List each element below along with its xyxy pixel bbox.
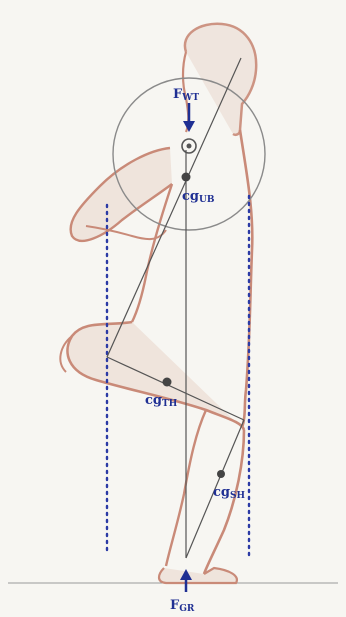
barbell-center bbox=[187, 144, 192, 149]
cg-shank-dot bbox=[217, 470, 225, 478]
cg-upper-body-dot bbox=[182, 173, 191, 182]
cg-thigh-dot bbox=[163, 378, 172, 387]
